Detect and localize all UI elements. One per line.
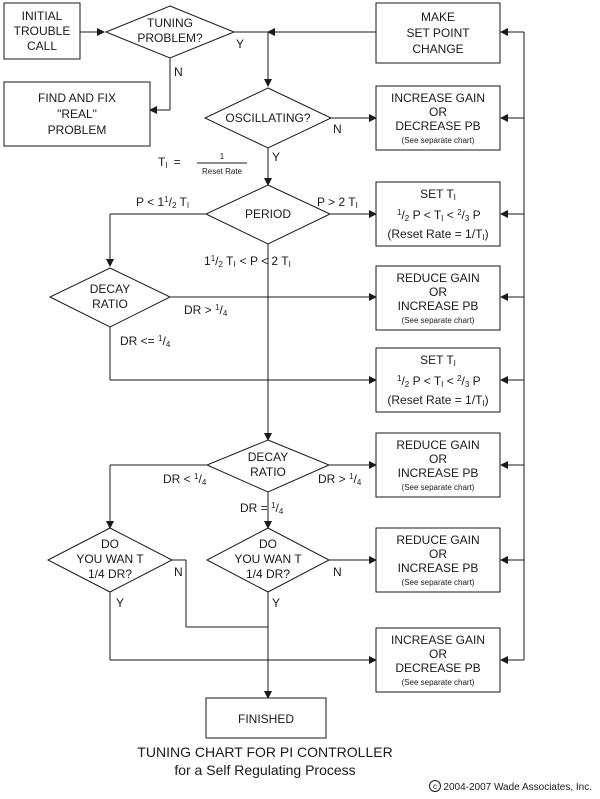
box-set-ti-2-condition: 1/2 P < TI < 2/3 P	[397, 374, 481, 389]
box-setpoint-change: MAKE SET POINT CHANGE	[375, 2, 501, 64]
copyright: c 2004-2007 Wade Associates, Inc.	[429, 780, 592, 793]
decision-want-quarter-2-line3: 1/4 DR?	[246, 567, 290, 581]
decision-decay-ratio-2-line2: RATIO	[250, 465, 286, 479]
decision-period-label: PERIOD	[245, 207, 291, 221]
box-reduce-gain-2-line3: INCREASE PB	[398, 466, 479, 480]
box-set-ti-2-title: SET TI	[420, 353, 456, 368]
decision-tuning-problem-line1: TUNING	[147, 16, 193, 30]
decision-want-quarter-2-line2: YOU WAN T	[234, 552, 302, 566]
box-set-ti-1-condition: 1/2 P < TI < 2/3 P	[397, 208, 481, 223]
box-increase-gain-2: INCREASE GAIN OR DECREASE PB (See separa…	[375, 627, 501, 693]
box-set-ti-1: SET TI 1/2 P < TI < 2/3 P (Reset Rate = …	[375, 181, 501, 247]
decision-decay-ratio-1: DECAY RATIO	[48, 267, 172, 328]
box-reduce-gain-1-note: (See separate chart)	[402, 316, 475, 325]
box-increase-gain-2-line3: DECREASE PB	[395, 661, 480, 675]
box-increase-gain-1-line2: OR	[429, 105, 447, 119]
box-reduce-gain-3-line1: REDUCE GAIN	[396, 533, 479, 547]
label-oscillating-no: N	[333, 122, 342, 136]
label-want1-yes: Y	[116, 596, 124, 610]
box-finished-label: FINISHED	[238, 712, 294, 726]
label-dr-le: DR <= 1/4	[120, 334, 171, 349]
box-finished: FINISHED	[205, 697, 327, 739]
box-increase-gain-2-note: (See separate chart)	[402, 678, 475, 687]
decision-tuning-problem: TUNING PROBLEM?	[104, 5, 236, 59]
decision-want-quarter-1: DO YOU WAN T 1/4 DR?	[46, 527, 174, 593]
box-find-fix: FIND AND FIX "REAL" PROBLEM	[3, 81, 151, 147]
label-dr-greater-2: DR > 1/4	[318, 472, 362, 487]
box-increase-gain-1-note: (See separate chart)	[402, 136, 475, 145]
box-increase-gain-2-line2: OR	[429, 647, 447, 661]
decision-want-quarter-2-line1: DO	[259, 537, 277, 551]
label-ti-numerator: 1	[220, 152, 225, 161]
label-p-less: P < 11/2 TI	[136, 195, 189, 210]
decision-decay-ratio-2-line1: DECAY	[248, 450, 288, 464]
copyright-symbol: c	[433, 782, 437, 791]
label-want1-no: N	[174, 565, 183, 579]
box-set-ti-1-title: SET TI	[420, 187, 456, 202]
label-tuning-no: N	[174, 65, 183, 79]
decision-want-quarter-1-line1: DO	[101, 537, 119, 551]
box-initial-call-line3: CALL	[27, 39, 57, 53]
box-initial-call: INITIAL TROUBLE CALL	[3, 2, 81, 60]
box-reduce-gain-2-line2: OR	[429, 452, 447, 466]
box-initial-call-line1: INITIAL	[22, 9, 63, 23]
decision-want-quarter-1-line2: YOU WAN T	[76, 552, 144, 566]
caption: TUNING CHART FOR PI CONTROLLER for a Sel…	[137, 744, 392, 778]
box-increase-gain-1-line1: INCREASE GAIN	[391, 91, 485, 105]
box-initial-call-line2: TROUBLE	[14, 24, 71, 38]
box-reduce-gain-1-line3: INCREASE PB	[398, 299, 479, 313]
decision-want-quarter-1-line3: 1/4 DR?	[88, 567, 132, 581]
box-reduce-gain-2: REDUCE GAIN OR INCREASE PB (See separate…	[375, 432, 501, 498]
box-setpoint-line1: MAKE	[421, 10, 455, 24]
box-reduce-gain-1-line2: OR	[429, 285, 447, 299]
branch-labels: Y N N Y TI= 1 Reset Rate P < 11/2 TI P >…	[116, 37, 362, 610]
box-setpoint-line2: SET POINT	[406, 26, 470, 40]
box-reduce-gain-2-line1: REDUCE GAIN	[396, 438, 479, 452]
label-dr-less: DR < 1/4	[163, 472, 207, 487]
box-increase-gain-1: INCREASE GAIN OR DECREASE PB (See separa…	[375, 85, 501, 151]
decision-oscillating-label: OSCILLATING?	[225, 111, 310, 125]
decision-decay-ratio-1-line1: DECAY	[90, 282, 130, 296]
box-reduce-gain-3-line2: OR	[429, 547, 447, 561]
copyright-text: 2004-2007 Wade Associates, Inc.	[443, 782, 592, 793]
box-find-fix-line2: "REAL"	[57, 107, 97, 121]
decision-decay-ratio-1-line2: RATIO	[92, 297, 128, 311]
caption-line2: for a Self Regulating Process	[174, 762, 355, 778]
label-want2-no: N	[333, 565, 342, 579]
label-tuning-yes: Y	[236, 37, 244, 51]
label-p-greater: P > 2 TI	[317, 195, 358, 210]
label-oscillating-yes: Y	[272, 150, 280, 164]
box-reduce-gain-3-note: (See separate chart)	[402, 578, 475, 587]
decision-period: PERIOD	[204, 184, 332, 245]
label-ti-denominator: Reset Rate	[202, 167, 243, 176]
decision-tuning-problem-line2: PROBLEM?	[137, 31, 203, 45]
label-dr-greater-1: DR > 1/4	[184, 303, 228, 318]
box-set-ti-2-reset: (Reset Rate = 1/TI)	[387, 393, 488, 408]
box-reduce-gain-3-line3: INCREASE PB	[398, 561, 479, 575]
box-increase-gain-2-line1: INCREASE GAIN	[391, 633, 485, 647]
box-setpoint-line3: CHANGE	[412, 42, 463, 56]
box-increase-gain-1-line3: DECREASE PB	[395, 119, 480, 133]
label-p-middle: 11/2 TI< P < 2 TI	[204, 254, 291, 269]
connectors	[80, 28, 525, 699]
box-set-ti-1-reset: (Reset Rate = 1/TI)	[387, 227, 488, 242]
caption-line1: TUNING CHART FOR PI CONTROLLER	[137, 744, 392, 760]
decision-oscillating: OSCILLATING?	[203, 87, 333, 149]
box-reduce-gain-3: REDUCE GAIN OR INCREASE PB (See separate…	[375, 527, 501, 593]
box-reduce-gain-2-note: (See separate chart)	[402, 483, 475, 492]
label-ti-equation: TI=	[158, 155, 181, 170]
label-want2-yes: Y	[272, 596, 280, 610]
box-find-fix-line3: PROBLEM	[48, 123, 107, 137]
box-find-fix-line1: FIND AND FIX	[38, 91, 116, 105]
decision-decay-ratio-2: DECAY RATIO	[205, 439, 331, 493]
label-dr-equal: DR = 1/4	[240, 501, 284, 516]
box-reduce-gain-1: REDUCE GAIN OR INCREASE PB (See separate…	[375, 265, 501, 331]
box-set-ti-2: SET TI 1/2 P < TI < 2/3 P (Reset Rate = …	[375, 347, 501, 413]
decision-want-quarter-2: DO YOU WAN T 1/4 DR?	[205, 527, 331, 593]
box-reduce-gain-1-line1: REDUCE GAIN	[396, 271, 479, 285]
